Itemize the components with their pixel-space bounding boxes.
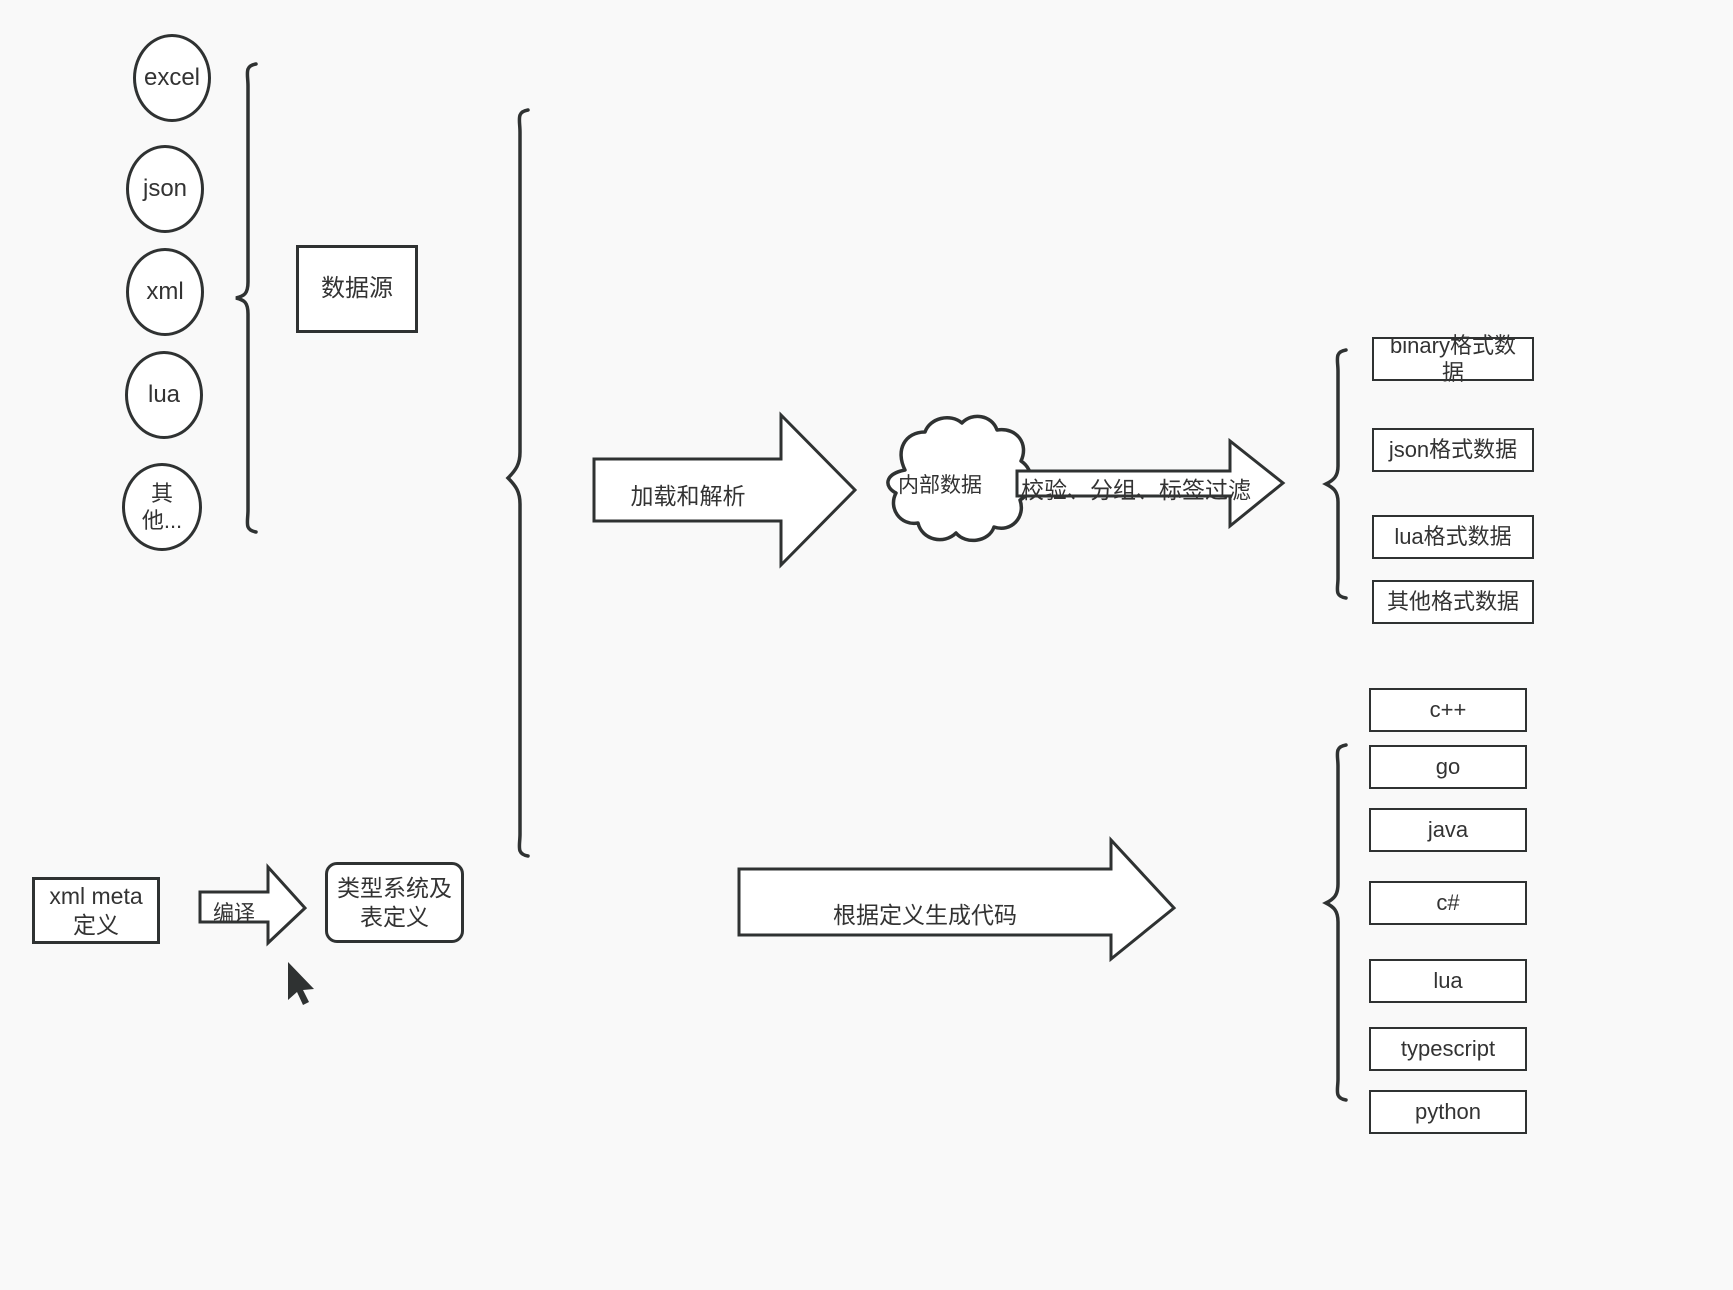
pipeline-brace-icon bbox=[505, 108, 530, 858]
mouse-cursor-icon bbox=[288, 962, 314, 1005]
validate-filter-arrow-icon bbox=[1015, 437, 1286, 530]
output-language-box-lua[interactable]: lua bbox=[1369, 959, 1527, 1003]
output-format-box-lua[interactable]: lua格式数据 bbox=[1372, 515, 1534, 559]
source-node-xml[interactable]: xml bbox=[126, 248, 204, 336]
output-language-box-typescript[interactable]: typescript bbox=[1369, 1027, 1527, 1071]
output-language-label: lua bbox=[1433, 968, 1463, 994]
output-format-label: binary格式数据 bbox=[1390, 332, 1516, 386]
data-source-label: 数据源 bbox=[321, 275, 393, 302]
xml-meta-label: xml meta定义 bbox=[49, 882, 143, 938]
output-format-label: lua格式数据 bbox=[1394, 524, 1512, 550]
source-label: 其他... bbox=[141, 480, 183, 534]
compile-arrow-icon bbox=[198, 863, 308, 947]
output-format-box-binary[interactable]: binary格式数据 bbox=[1372, 333, 1534, 385]
output-language-label: java bbox=[1427, 817, 1469, 843]
load-parse-arrow-icon bbox=[592, 411, 858, 569]
source-node-json[interactable]: json bbox=[126, 145, 204, 233]
output-language-label: c++ bbox=[1429, 697, 1467, 723]
source-label: json bbox=[142, 175, 188, 202]
source-label: excel bbox=[143, 64, 201, 91]
output-format-label: json格式数据 bbox=[1388, 437, 1518, 463]
source-node-excel[interactable]: excel bbox=[133, 34, 211, 122]
output-language-label: python bbox=[1414, 1099, 1482, 1125]
output-formats-brace-icon bbox=[1322, 348, 1348, 600]
output-format-box-other[interactable]: 其他格式数据 bbox=[1372, 580, 1534, 624]
output-format-label: 其他格式数据 bbox=[1386, 589, 1519, 615]
source-node-other[interactable]: 其他... bbox=[122, 463, 202, 551]
data-source-box[interactable]: 数据源 bbox=[296, 245, 418, 333]
source-label: xml bbox=[146, 278, 184, 305]
type-system-label: 类型系统及表定义 bbox=[337, 874, 452, 930]
sources-brace-icon bbox=[235, 62, 258, 534]
output-language-label: typescript bbox=[1400, 1036, 1496, 1062]
output-language-label: c# bbox=[1436, 890, 1460, 916]
source-node-lua[interactable]: lua bbox=[125, 351, 203, 439]
output-language-box-go[interactable]: go bbox=[1369, 745, 1527, 789]
codegen-arrow-icon bbox=[737, 836, 1177, 963]
source-label: lua bbox=[147, 381, 181, 408]
type-system-box[interactable]: 类型系统及表定义 bbox=[325, 862, 464, 943]
output-language-label: go bbox=[1435, 754, 1461, 780]
internal-data-cloud-icon bbox=[886, 414, 1034, 543]
output-language-box-java[interactable]: java bbox=[1369, 808, 1527, 852]
output-languages-brace-icon bbox=[1322, 743, 1348, 1102]
xml-meta-box[interactable]: xml meta定义 bbox=[32, 877, 160, 944]
output-language-box-cpp[interactable]: c++ bbox=[1369, 688, 1527, 732]
output-language-box-csharp[interactable]: c# bbox=[1369, 881, 1527, 925]
output-language-box-python[interactable]: python bbox=[1369, 1090, 1527, 1134]
output-format-box-json[interactable]: json格式数据 bbox=[1372, 428, 1534, 472]
